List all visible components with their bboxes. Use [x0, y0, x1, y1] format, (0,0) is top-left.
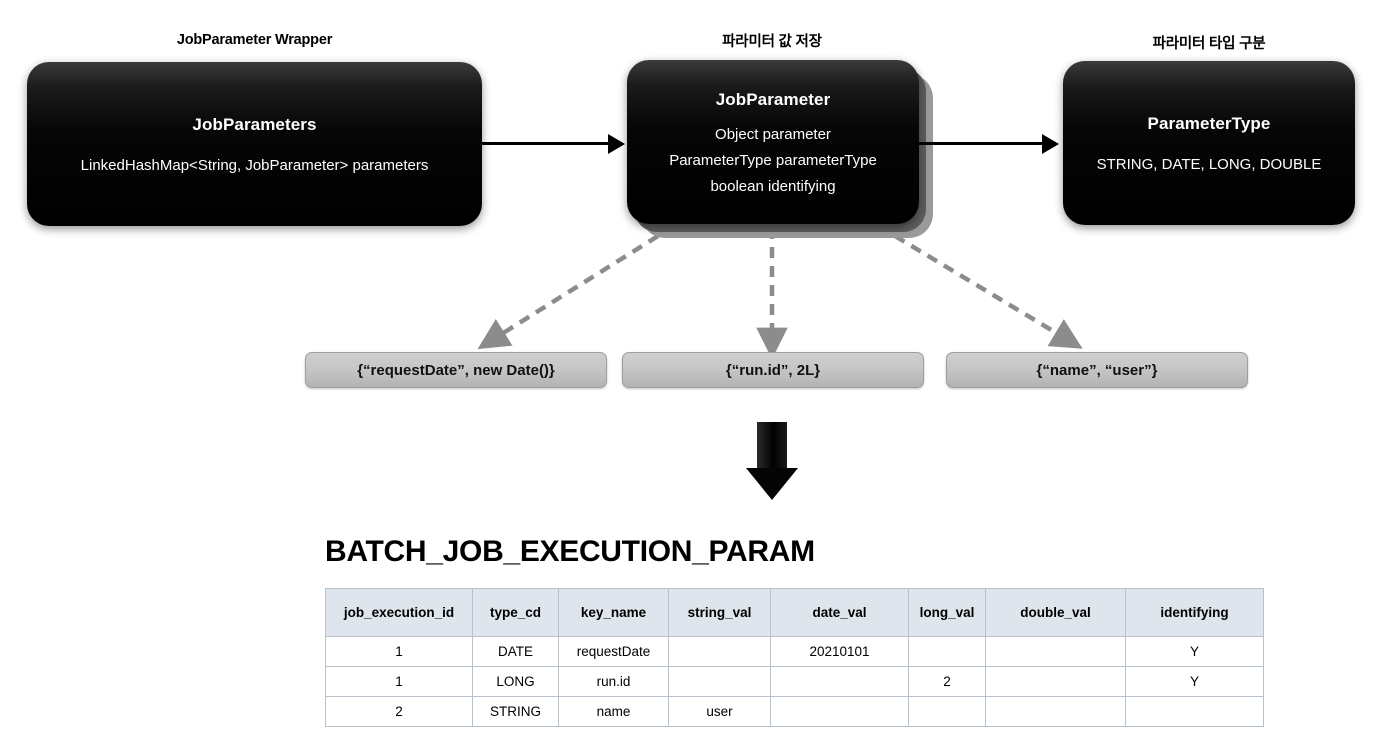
entry-pill-runid: {“run.id”, 2L} — [622, 352, 924, 388]
table-cell: Y — [1125, 636, 1264, 667]
table-cell: LONG — [472, 666, 559, 697]
table-header-long-val: long_val — [908, 588, 986, 637]
entry-pill-requestdate: {“requestDate”, new Date()} — [305, 352, 607, 388]
table-cell: user — [668, 696, 771, 727]
solid-arrow-2-head — [1042, 133, 1059, 154]
class-box-title-jobparameters: JobParameters — [192, 114, 317, 134]
class-box-field-identifying: boolean identifying — [710, 177, 836, 195]
caption-jobparameter: 파라미터 값 저장 — [722, 34, 822, 50]
class-box-jobparameter: JobParameter Object parameter ParameterT… — [627, 60, 919, 224]
table-cell — [770, 696, 909, 727]
table-cell: run.id — [558, 666, 669, 697]
table-cell: 1 — [325, 666, 473, 697]
table-cell: 2 — [908, 666, 986, 697]
class-box-field-linkedhashmap: LinkedHashMap<String, JobParameter> para… — [80, 156, 429, 174]
dashed-arrow-left — [477, 234, 660, 350]
class-box-title-parametertype: ParameterType — [1147, 113, 1271, 133]
table-cell: STRING — [472, 696, 559, 727]
table-header-double-val: double_val — [985, 588, 1126, 637]
table-row: 1 DATE requestDate 20210101 Y — [325, 636, 1264, 667]
table-header-row: job_execution_id type_cd key_name string… — [325, 588, 1264, 637]
solid-arrow-2-shaft — [916, 142, 1044, 145]
table-cell — [908, 696, 986, 727]
table-header-date-val: date_val — [770, 588, 909, 637]
table-header-key-name: key_name — [558, 588, 669, 637]
caption-parametertype: 파라미터 타입 구분 — [1152, 36, 1266, 52]
class-box-field-enum-values: STRING, DATE, LONG, DOUBLE — [1096, 155, 1322, 173]
class-box-field-object-parameter: Object parameter — [715, 125, 831, 143]
entry-pill-name: {“name”, “user”} — [946, 352, 1248, 388]
table-cell — [985, 636, 1126, 667]
table-cell: requestDate — [558, 636, 669, 667]
table-header-identifying: identifying — [1125, 588, 1264, 637]
table-cell — [985, 696, 1126, 727]
table-title: BATCH_JOB_EXECUTION_PARAM — [325, 535, 815, 568]
table-cell: DATE — [472, 636, 559, 667]
table-cell — [770, 666, 909, 697]
class-box-jobparameters: JobParameters LinkedHashMap<String, JobP… — [27, 62, 482, 226]
table-cell — [985, 666, 1126, 697]
table-cell — [668, 636, 771, 667]
table-header-job-execution-id: job_execution_id — [325, 588, 473, 637]
big-down-arrow-shaft — [757, 422, 787, 474]
table-cell: 2 — [325, 696, 473, 727]
table-cell: 20210101 — [770, 636, 909, 667]
batch-job-execution-param-table: job_execution_id type_cd key_name string… — [325, 588, 1264, 727]
param-table: job_execution_id type_cd key_name string… — [325, 588, 1264, 727]
table-cell — [1125, 696, 1264, 727]
table-row: 2 STRING name user — [325, 696, 1264, 727]
table-row: 1 LONG run.id 2 Y — [325, 666, 1264, 697]
table-cell — [908, 636, 986, 667]
table-header-string-val: string_val — [668, 588, 771, 637]
table-header-type-cd: type_cd — [472, 588, 559, 637]
dashed-arrow-right — [893, 234, 1083, 349]
class-box-field-parametertype: ParameterType parameterType — [669, 151, 877, 169]
solid-arrow-1-head — [608, 133, 625, 154]
class-box-parametertype: ParameterType STRING, DATE, LONG, DOUBLE — [1063, 61, 1355, 225]
table-cell: 1 — [325, 636, 473, 667]
table-cell: name — [558, 696, 669, 727]
solid-arrow-1-shaft — [482, 142, 610, 145]
class-box-title-jobparameter: JobParameter — [715, 89, 831, 109]
big-down-arrow-head — [746, 468, 798, 500]
table-cell: Y — [1125, 666, 1264, 697]
table-cell — [668, 666, 771, 697]
caption-jobparameters: JobParameter Wrapper — [176, 32, 333, 48]
